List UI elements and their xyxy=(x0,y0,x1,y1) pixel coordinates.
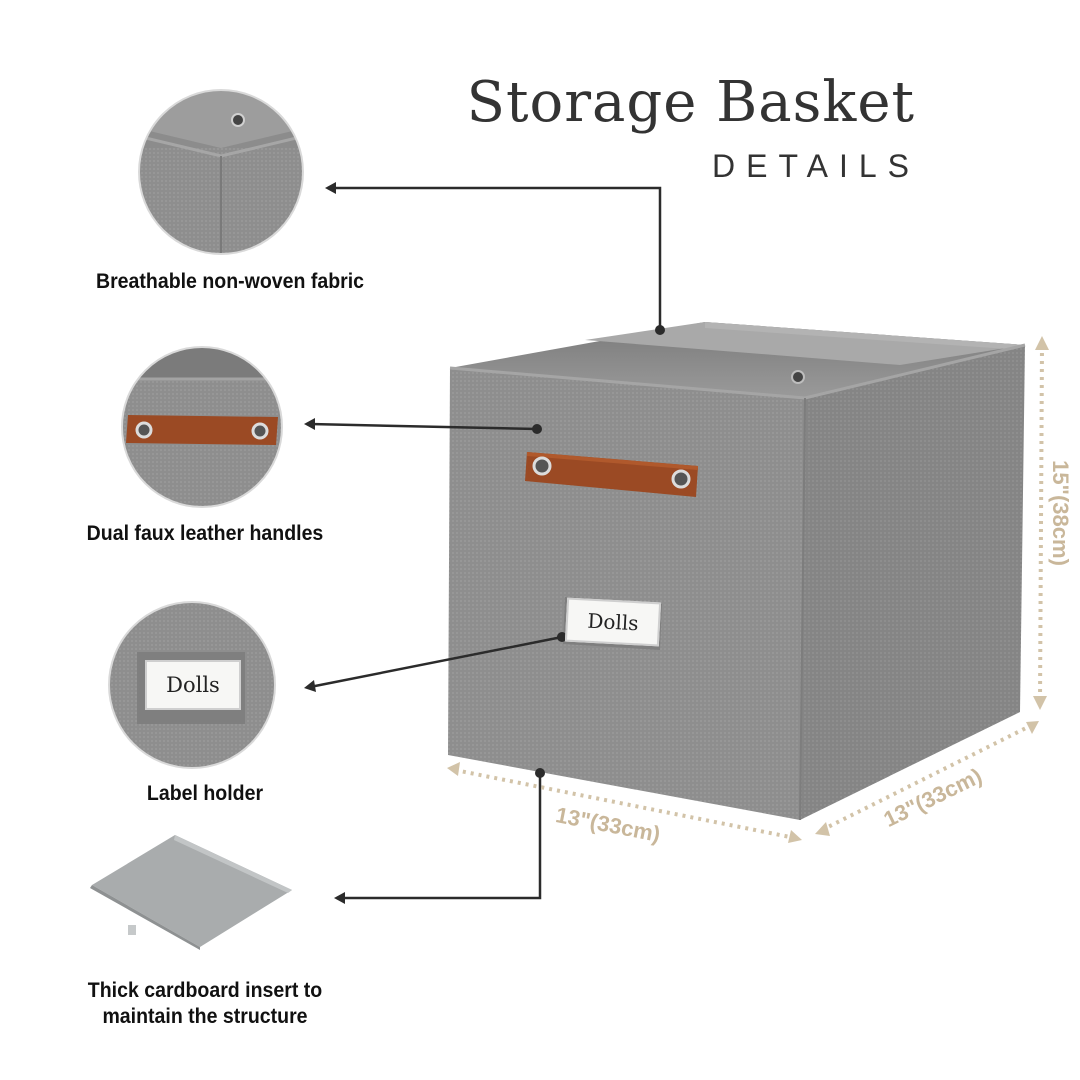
dim-arrow-top-icon xyxy=(1035,336,1049,350)
arrow-insert-icon xyxy=(334,892,345,904)
closeup-label-card: Dolls xyxy=(145,660,241,710)
height-dimension-label: 15"(38cm) xyxy=(1048,460,1073,566)
side-grommet-icon xyxy=(791,370,805,384)
dim-arrow-mid-icon xyxy=(788,830,802,843)
basket-side-face xyxy=(800,345,1025,820)
leather-handle-closeup-icon xyxy=(121,346,283,508)
cardboard-insert-icon xyxy=(90,835,292,950)
callout-lines xyxy=(309,186,662,900)
basket-front-face xyxy=(448,368,805,820)
arrow-label-icon xyxy=(304,680,316,692)
feature-caption-label: Label holder xyxy=(146,782,264,805)
dimension-lines xyxy=(454,344,1044,840)
dim-arrow-left-icon xyxy=(447,762,460,776)
dim-arrow-right-icon xyxy=(815,822,830,836)
insert-caption-line2: maintain the structure xyxy=(102,1005,308,1028)
dim-arrow-far-icon xyxy=(1026,721,1039,734)
fabric-closeup-icon xyxy=(138,89,304,255)
arrow-fabric-icon xyxy=(325,182,336,194)
feature-caption-insert: Thick cardboard insert to maintain the s… xyxy=(52,978,359,1030)
front-leather-handle-icon xyxy=(525,452,698,497)
page-title: Storage Basket xyxy=(466,70,915,135)
insert-caption-line1: Thick cardboard insert to xyxy=(87,979,323,1002)
feature-caption-fabric: Breathable non-woven fabric xyxy=(95,270,365,293)
page-subtitle: DETAILS xyxy=(712,148,920,184)
front-label-card: Dolls xyxy=(564,597,662,647)
arrow-handle-icon xyxy=(304,418,315,430)
feature-caption-handles: Dual faux leather handles xyxy=(86,522,324,545)
dim-arrow-bottom-icon xyxy=(1033,696,1047,710)
